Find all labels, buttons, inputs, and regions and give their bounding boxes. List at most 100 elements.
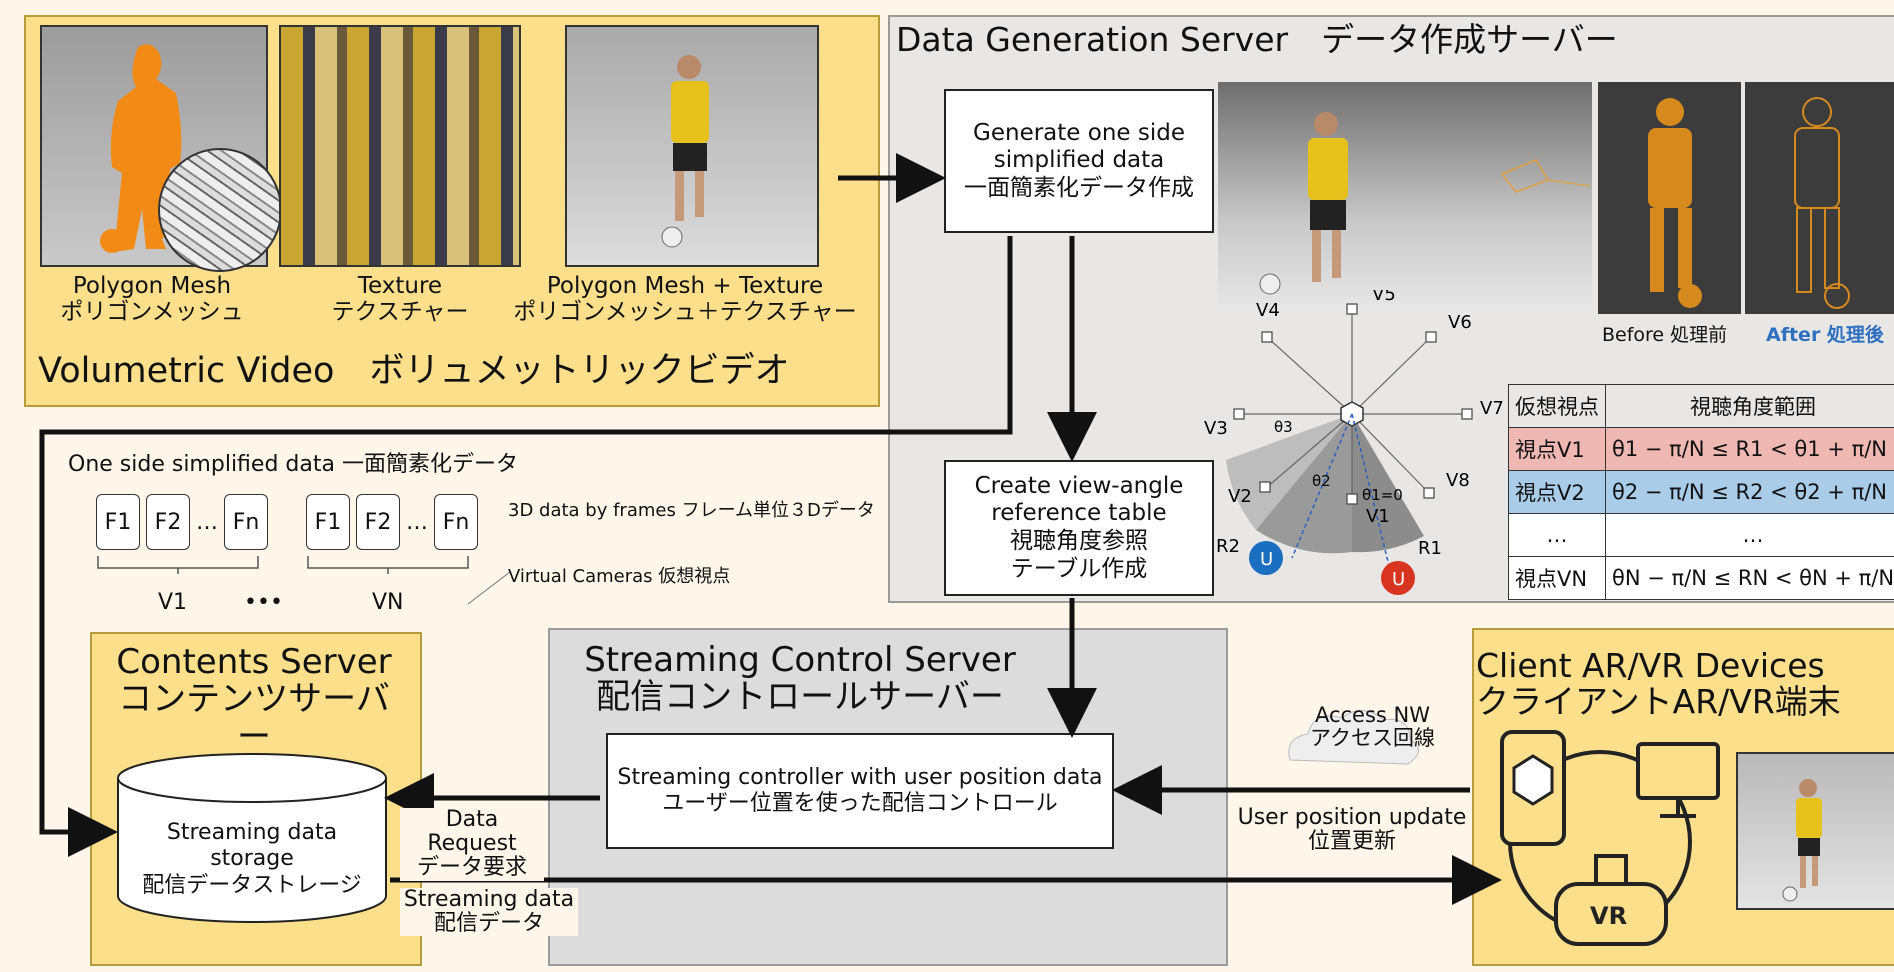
group-label: V1	[158, 590, 188, 615]
frame-item: F1	[96, 494, 140, 550]
view-angle-table: 仮想視点 視聴角度範囲 視点V1 θ1 − π/N ≤ R1 < θ1 + π/…	[1508, 384, 1894, 600]
frame-item: F2	[146, 494, 190, 550]
user-update-label: User position update 位置更新	[1236, 805, 1468, 855]
contents-server-title: Contents Server コンテンツサーバー	[104, 642, 404, 757]
angle-label: θ1=0	[1362, 486, 1403, 504]
vr-label: VR	[1590, 902, 1627, 930]
viewpoint-label: V1	[1366, 506, 1390, 527]
frame-item: F2	[356, 494, 400, 550]
line: 視聴角度参照	[1010, 528, 1148, 554]
access-nw-label: Access NW アクセス回線	[1310, 703, 1435, 751]
group-label: •••	[244, 590, 283, 615]
line: Data Request	[427, 807, 517, 857]
table-cell: …	[1604, 513, 1894, 557]
group-label: VN	[372, 590, 404, 615]
caption-jp: ポリゴンメッシュ＋テクスチャー	[513, 299, 857, 326]
viewpoint-label: V2	[1228, 486, 1252, 507]
virtual-camera-diagram: V5 V4 V6 V7 V3 V8 V2 V1 θ3 θ2 θ1=0 R2 R1…	[1204, 290, 1504, 595]
title-line: Contents Server	[116, 642, 392, 682]
user-marker-red	[1381, 561, 1415, 595]
ar-cube-icon	[1512, 754, 1554, 806]
user-marker-blue	[1249, 541, 1283, 575]
frame-group-vn: F1 F2 … Fn	[306, 494, 478, 550]
caption-en: Polygon Mesh	[72, 273, 232, 299]
before-processing-image	[1598, 82, 1741, 314]
user-marker-text: U	[1392, 569, 1405, 590]
after-processing-image	[1745, 82, 1894, 314]
line: 配信データ	[433, 911, 544, 937]
cloud-icon	[1288, 710, 1419, 765]
before-label: Before 処理前	[1602, 324, 1728, 346]
table-header-row: 仮想視点 視聴角度範囲	[1508, 384, 1894, 428]
client-view-image	[1736, 752, 1894, 910]
streaming-controller-box: Streaming controller with user position …	[606, 733, 1114, 849]
create-table-box: Create view-angle reference table 視聴角度参照…	[944, 460, 1214, 596]
generate-data-box: Generate one side simplified data 一面簡素化デ…	[944, 89, 1214, 233]
title-line: Streaming Control Server	[584, 640, 1016, 680]
simplified-data-title: One side simplified data 一面簡素化データ	[68, 452, 518, 477]
frames-note: 3D data by frames フレーム単位３Dデータ	[508, 500, 875, 521]
table-row: 視点VN θN − π/N ≤ RN < θN + π/N	[1508, 556, 1894, 600]
viewpoint-label: V3	[1204, 418, 1228, 439]
line: データ要求	[416, 855, 527, 881]
angle-label: θ3	[1274, 418, 1293, 436]
radius-label: R1	[1418, 538, 1442, 559]
line: Generate one side	[973, 119, 1185, 146]
streaming-control-title: Streaming Control Server 配信コントロールサーバー	[580, 640, 1020, 718]
line: simplified data	[993, 147, 1165, 174]
render-scene-image	[1218, 82, 1592, 314]
title-line: クライアントAR/VR端末	[1476, 682, 1841, 722]
table-cell: …	[1508, 513, 1606, 557]
line: 配信データストレージ	[142, 872, 362, 898]
caption-jp: ポリゴンメッシュ	[60, 299, 244, 326]
line: Access NW	[1314, 703, 1430, 727]
table-header: 視聴角度範囲	[1604, 384, 1894, 428]
texture-image	[279, 25, 521, 267]
caption-en: Polygon Mesh + Texture	[546, 273, 824, 299]
mesh-texture-caption: Polygon Mesh + Texture ポリゴンメッシュ＋テクスチャー	[495, 273, 875, 326]
devices-illustration: VR	[1500, 730, 1720, 946]
frame-brackets	[97, 556, 511, 605]
title-line: 配信コントロールサーバー	[596, 677, 1004, 718]
caption-jp: テクスチャー	[331, 299, 469, 326]
title-line: Client AR/VR Devices	[1476, 646, 1825, 685]
title-line: コンテンツサーバー	[118, 679, 390, 757]
data-request-label: Data Request データ要求	[400, 807, 544, 881]
viewpoint-label: V4	[1256, 300, 1280, 321]
streaming-data-label: Streaming data 配信データ	[400, 887, 578, 937]
viewpoint-label: V8	[1446, 470, 1470, 491]
line: 一面簡素化データ作成	[964, 174, 1194, 201]
frame-ellipsis: …	[406, 509, 428, 535]
table-cell: 視点V2	[1508, 470, 1606, 514]
line: テーブル作成	[1010, 555, 1148, 582]
viewpoint-label: V5	[1372, 290, 1396, 305]
line: 位置更新	[1307, 829, 1396, 855]
client-devices-title: Client AR/VR Devices クライアントAR/VR端末	[1476, 646, 1841, 722]
line: アクセス回線	[1310, 726, 1435, 751]
frame-item: Fn	[224, 494, 268, 550]
line: Create view-angle	[974, 472, 1184, 499]
table-row: … …	[1508, 513, 1894, 557]
line: Streaming data	[403, 887, 575, 912]
frame-item: Fn	[434, 494, 478, 550]
storage-cylinder-icon	[117, 753, 387, 923]
viewpoint-label: V6	[1448, 312, 1472, 333]
angle-label: θ2	[1312, 472, 1331, 490]
table-cell: 視点V1	[1508, 427, 1606, 471]
cameras-note: Virtual Cameras 仮想視点	[508, 566, 731, 587]
frame-item: F1	[306, 494, 350, 550]
line: Streaming data	[166, 820, 338, 845]
caption-en: Texture	[357, 273, 443, 299]
line: Streaming controller with user position …	[617, 764, 1103, 790]
frame-ellipsis: …	[196, 509, 218, 535]
line: storage	[210, 846, 294, 872]
data-gen-title: Data Generation Server データ作成サーバー	[896, 20, 1618, 59]
storage-label: Streaming data storage 配信データストレージ	[116, 820, 388, 899]
table-cell: θN − π/N ≤ RN < θN + π/N	[1604, 556, 1894, 600]
line: reference table	[991, 500, 1167, 527]
after-label: After 処理後	[1766, 324, 1884, 346]
mesh-zoom-icon	[158, 148, 282, 272]
line: ユーザー位置を使った配信コントロール	[662, 791, 1058, 816]
user-marker-text: U	[1260, 549, 1273, 570]
